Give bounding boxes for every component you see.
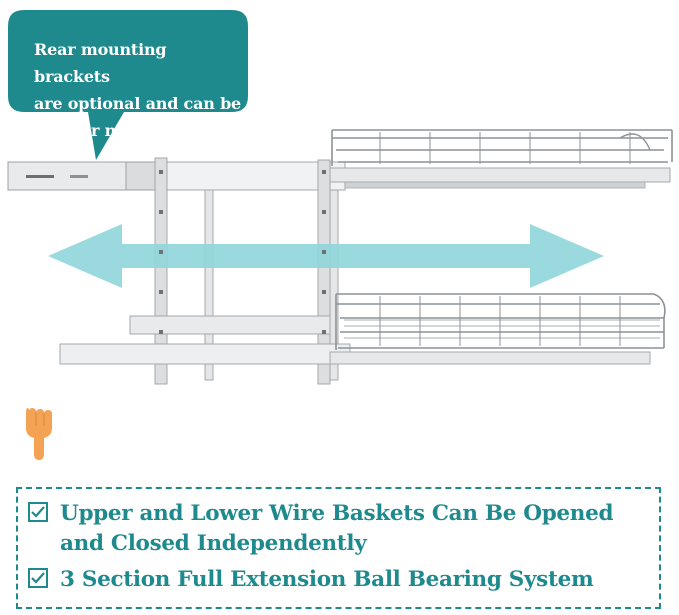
upper-wire-basket — [331, 129, 673, 166]
lower-wire-basket — [335, 293, 666, 350]
double-arrow-icon — [48, 224, 604, 288]
checkbox — [28, 568, 48, 588]
feature-box: Upper and Lower Wire Baskets Can Be Open… — [16, 487, 661, 609]
feature-text: 3 Section Full Extension Ball Bearing Sy… — [60, 565, 594, 595]
feature-line: 3 Section Full Extension Ball Bearing Sy… — [60, 567, 594, 592]
callout-line: are optional and can be — [34, 94, 242, 113]
product-illustration — [7, 129, 673, 385]
speech-bubble — [8, 10, 248, 160]
post-holes — [159, 170, 326, 334]
check-icon — [31, 572, 45, 584]
feature-text: Upper and Lower Wire Baskets Can Be Open… — [60, 499, 614, 559]
feature-line: and Closed Independently — [60, 531, 367, 556]
callout-line: used or not — [34, 121, 134, 140]
feature-item: Upper and Lower Wire Baskets Can Be Open… — [28, 499, 614, 559]
rear-bracket — [7, 161, 159, 191]
check-icon — [31, 506, 45, 518]
feature-line: Upper and Lower Wire Baskets Can Be Open… — [60, 501, 614, 526]
feature-item: 3 Section Full Extension Ball Bearing Sy… — [28, 565, 594, 595]
callout-text: Rear mounting brackets are optional and … — [34, 36, 244, 144]
callout-line: Rear mounting brackets — [34, 40, 167, 86]
pointing-hand-icon — [26, 408, 52, 460]
checkbox — [28, 502, 48, 522]
callout-bubble: Rear mounting brackets are optional and … — [4, 4, 252, 164]
